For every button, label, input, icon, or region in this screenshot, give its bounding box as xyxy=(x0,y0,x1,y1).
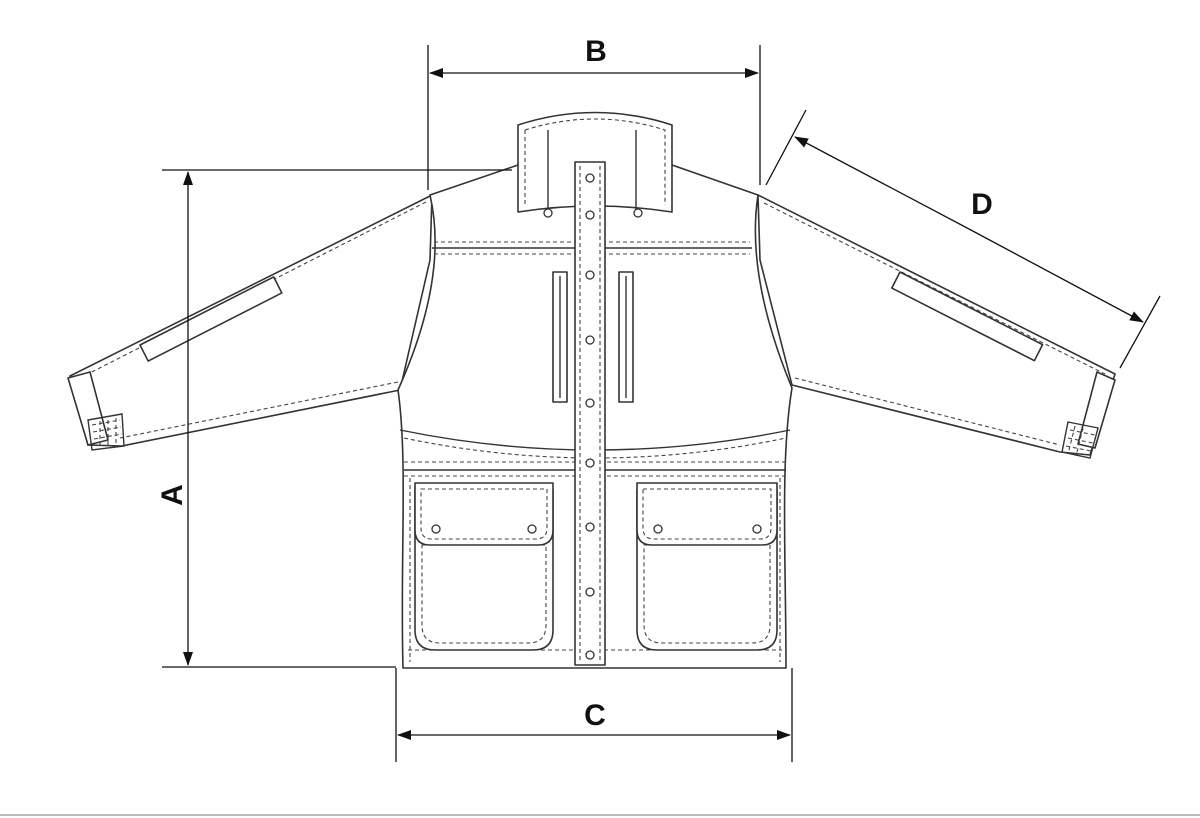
left-sleeve-pocket xyxy=(139,276,283,362)
right-sleeve-pocket xyxy=(891,271,1044,362)
label-b: B xyxy=(585,35,607,68)
label-d: D xyxy=(971,188,993,221)
snap-buttons xyxy=(585,173,595,660)
left-sleeve xyxy=(69,194,433,447)
right-cuff xyxy=(1061,371,1116,459)
label-a: A xyxy=(156,484,189,506)
label-c: C xyxy=(584,699,606,732)
right-sleeve xyxy=(757,194,1116,456)
left-cuff xyxy=(67,371,125,451)
dimension-b: B xyxy=(427,35,761,190)
right-pocket xyxy=(636,482,778,651)
jacket-drawing xyxy=(67,111,1116,669)
dimension-a: A xyxy=(156,169,512,668)
dimension-c: C xyxy=(395,668,793,762)
dimension-d: D xyxy=(765,109,1161,369)
left-pocket xyxy=(414,482,554,651)
